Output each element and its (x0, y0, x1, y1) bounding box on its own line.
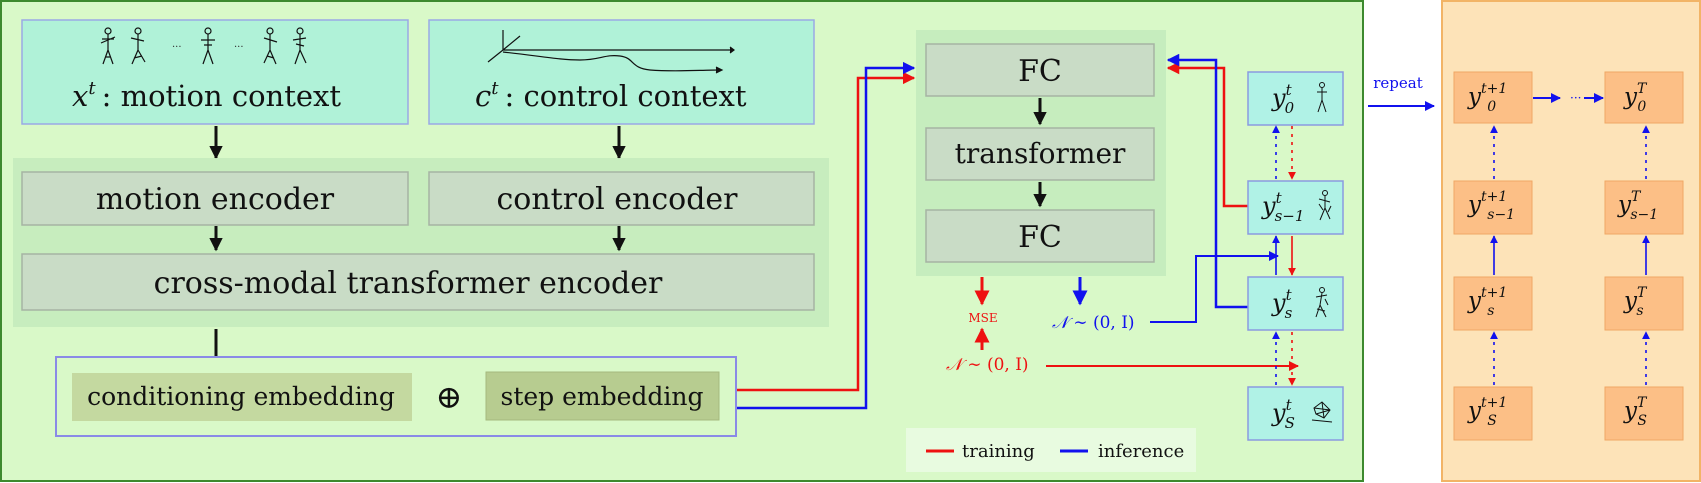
control-encoder-box (428, 171, 815, 226)
noise-inference-label: 𝒩∼ (0, I) (1052, 313, 1135, 333)
mse-label: MSE (968, 311, 997, 325)
cross-modal-encoder-box (21, 253, 815, 311)
skeleton-icons (100, 27, 307, 65)
top-row-ellipsis: ··· (1570, 91, 1581, 105)
legend-box (906, 428, 1196, 472)
cross-modal-encoder-label: cross-modal transformer encoder (154, 266, 663, 301)
inference-path-embedding (737, 61, 916, 410)
skeleton-ellipsis-1: ··· (172, 42, 182, 53)
fc-top-box (925, 43, 1155, 97)
legend-inference-label: inference (1098, 441, 1184, 462)
step-connectors (1272, 125, 1296, 386)
inference-path-noise-step (1150, 251, 1279, 323)
fc-top-label: FC (1018, 54, 1062, 89)
final-step-box-0 (1604, 71, 1684, 124)
motion-context-label: xt : motion context (72, 78, 341, 113)
inference-path-step-fc (1166, 53, 1248, 309)
repeat-column-connectors (1490, 125, 1650, 385)
fc-bottom-label: FC (1018, 220, 1062, 255)
control-context-label: ct: control context (475, 78, 747, 113)
noise-inference-dist: ∼ (0, I) (1073, 313, 1134, 333)
training-path-step-fc (1166, 61, 1248, 208)
noise-training-label: 𝒩∼ (0, I) (946, 355, 1029, 375)
next-step-box-1 (1453, 180, 1533, 235)
conditioning-embedding-label: conditioning embedding (87, 382, 395, 411)
training-path-embedding (737, 71, 916, 392)
final-step-box-2 (1604, 276, 1684, 331)
next-step-box-2 (1453, 276, 1533, 331)
repeat-label: repeat (1373, 74, 1423, 92)
transformer-label: transformer (955, 137, 1126, 170)
step-box-1 (1247, 180, 1344, 235)
transformer-box (925, 127, 1155, 181)
step-box-2 (1247, 276, 1344, 331)
motion-label: : motion context (102, 79, 342, 113)
fc-bottom-box (925, 209, 1155, 263)
step-skeleton-icons (1311, 82, 1333, 423)
step-box-3 (1247, 386, 1344, 441)
skeleton-ellipsis-2: ··· (234, 42, 244, 53)
conditioning-embedding-box (72, 373, 412, 421)
control-encoder-label: control encoder (496, 182, 738, 217)
trajectory-icon (487, 30, 735, 74)
motion-encoder-label: motion encoder (96, 182, 335, 217)
step-embedding-box (485, 371, 720, 421)
motion-encoder-box (21, 171, 409, 226)
final-step-box-3 (1604, 386, 1684, 441)
final-step-box-1 (1604, 180, 1684, 235)
motion-context-box (21, 19, 409, 125)
next-step-box-0 (1453, 71, 1533, 124)
motion-var: x (72, 79, 88, 113)
control-var: c (475, 79, 491, 113)
motion-sup: t (88, 78, 96, 99)
next-step-box-3 (1453, 386, 1533, 441)
noise-training-dist: ∼ (0, I) (967, 355, 1028, 375)
oplus-symbol: ⊕ (436, 378, 463, 416)
step-embedding-label: step embedding (500, 382, 703, 411)
control-context-box (428, 19, 815, 125)
legend-training-label: training (962, 441, 1035, 462)
control-label: : control context (504, 79, 746, 113)
step-box-0 (1247, 71, 1344, 126)
control-sup: t (491, 78, 499, 99)
